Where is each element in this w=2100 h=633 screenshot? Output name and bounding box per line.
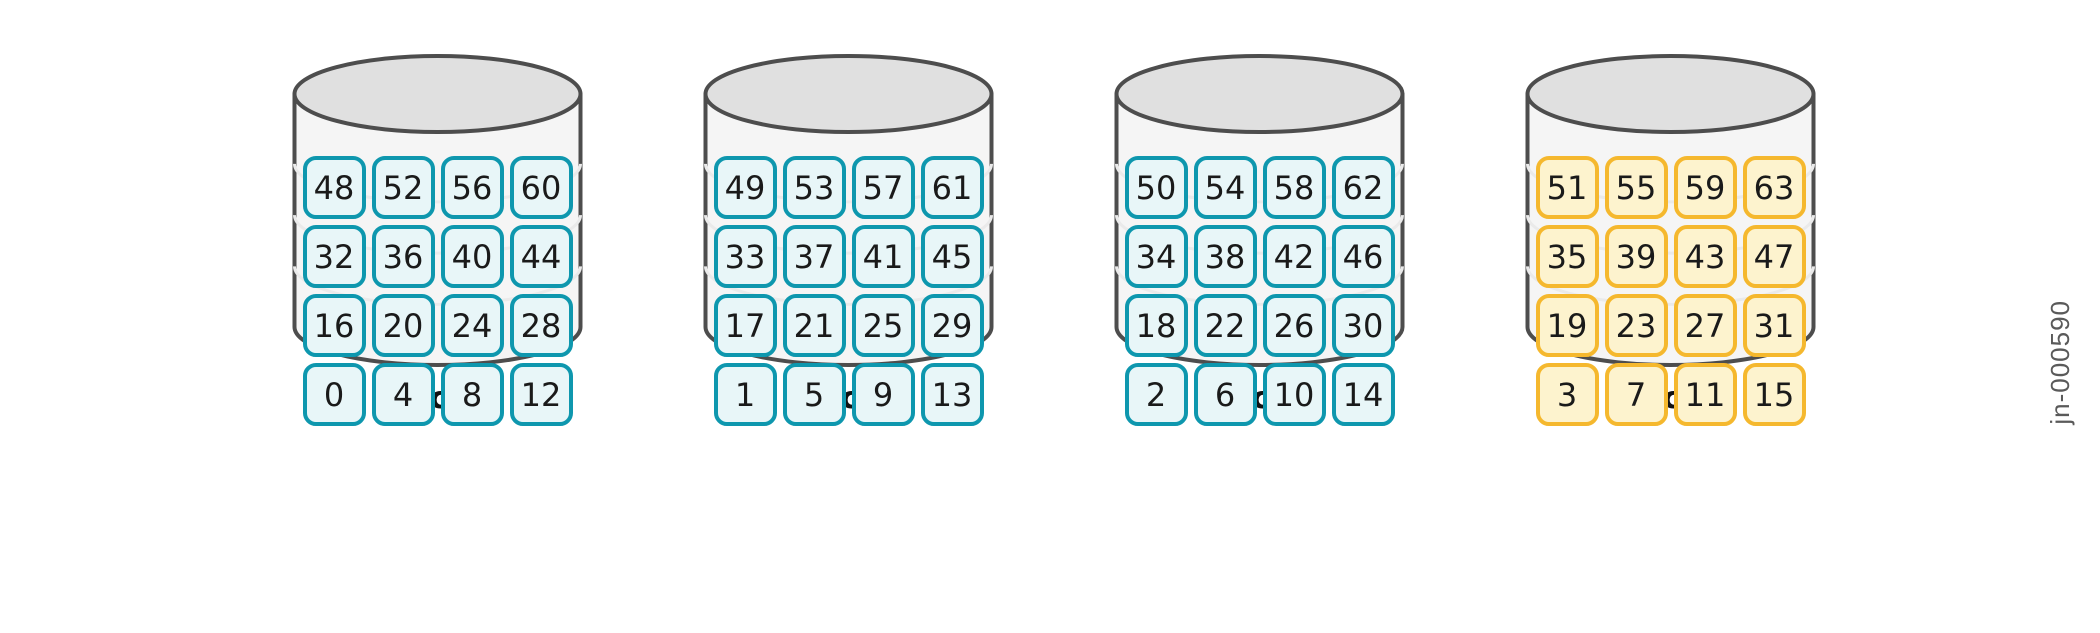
cell[interactable]: 9 bbox=[851, 363, 915, 426]
cell[interactable]: 39 bbox=[1604, 225, 1668, 288]
cell[interactable]: 43 bbox=[1673, 225, 1737, 288]
cylinder-top-ellipse bbox=[703, 54, 994, 134]
cell[interactable]: 41 bbox=[851, 225, 915, 288]
cell[interactable]: 19 bbox=[1535, 294, 1599, 357]
cell[interactable]: 49 bbox=[713, 156, 777, 219]
cell[interactable]: 57 bbox=[851, 156, 915, 219]
cell[interactable]: 4 bbox=[371, 363, 435, 426]
cell[interactable]: 38 bbox=[1193, 225, 1257, 288]
cell[interactable]: 40 bbox=[440, 225, 504, 288]
cell[interactable]: 27 bbox=[1673, 294, 1737, 357]
cell[interactable]: 21 bbox=[782, 294, 846, 357]
cell[interactable]: 13 bbox=[920, 363, 984, 426]
cell[interactable]: 46 bbox=[1331, 225, 1395, 288]
cell[interactable]: 31 bbox=[1742, 294, 1806, 357]
cell[interactable]: 36 bbox=[371, 225, 435, 288]
cell[interactable]: 62 bbox=[1331, 156, 1395, 219]
cylinder-top-ellipse bbox=[1114, 54, 1405, 134]
cell[interactable]: 10 bbox=[1262, 363, 1326, 426]
cell[interactable]: 8 bbox=[440, 363, 504, 426]
cell[interactable]: 26 bbox=[1262, 294, 1326, 357]
cell[interactable]: 63 bbox=[1742, 156, 1806, 219]
cell[interactable]: 16 bbox=[302, 294, 366, 357]
cell[interactable]: 1 bbox=[713, 363, 777, 426]
cell[interactable]: 18 bbox=[1124, 294, 1188, 357]
cell[interactable]: 35 bbox=[1535, 225, 1599, 288]
cell[interactable]: 42 bbox=[1262, 225, 1326, 288]
watermark-label: jn-000590 bbox=[2045, 300, 2075, 425]
cell[interactable]: 2 bbox=[1124, 363, 1188, 426]
cell[interactable]: 52 bbox=[371, 156, 435, 219]
cell[interactable]: 44 bbox=[509, 225, 573, 288]
cell[interactable]: 30 bbox=[1331, 294, 1395, 357]
cell[interactable]: 6 bbox=[1193, 363, 1257, 426]
cell[interactable]: 24 bbox=[440, 294, 504, 357]
cell[interactable]: 58 bbox=[1262, 156, 1326, 219]
cell[interactable]: 0 bbox=[302, 363, 366, 426]
cell[interactable]: 20 bbox=[371, 294, 435, 357]
cell[interactable]: 7 bbox=[1604, 363, 1668, 426]
cell[interactable]: 29 bbox=[920, 294, 984, 357]
cell[interactable]: 3 bbox=[1535, 363, 1599, 426]
cell[interactable]: 15 bbox=[1742, 363, 1806, 426]
cell[interactable]: 37 bbox=[782, 225, 846, 288]
cell[interactable]: 17 bbox=[713, 294, 777, 357]
cell[interactable]: 47 bbox=[1742, 225, 1806, 288]
cell[interactable]: 55 bbox=[1604, 156, 1668, 219]
cylinder-shape-0 bbox=[292, 54, 583, 367]
cell[interactable]: 23 bbox=[1604, 294, 1668, 357]
cylinder-top-ellipse bbox=[292, 54, 583, 134]
cell[interactable]: 12 bbox=[509, 363, 573, 426]
cell[interactable]: 22 bbox=[1193, 294, 1257, 357]
cell[interactable]: 53 bbox=[782, 156, 846, 219]
cell[interactable]: 34 bbox=[1124, 225, 1188, 288]
cell[interactable]: 50 bbox=[1124, 156, 1188, 219]
cell[interactable]: 60 bbox=[509, 156, 573, 219]
cell[interactable]: 5 bbox=[782, 363, 846, 426]
cell[interactable]: 11 bbox=[1673, 363, 1737, 426]
cell[interactable]: 45 bbox=[920, 225, 984, 288]
cell[interactable]: 54 bbox=[1193, 156, 1257, 219]
cell[interactable]: 56 bbox=[440, 156, 504, 219]
cell[interactable]: 51 bbox=[1535, 156, 1599, 219]
cell[interactable]: 25 bbox=[851, 294, 915, 357]
cell[interactable]: 32 bbox=[302, 225, 366, 288]
cell[interactable]: 33 bbox=[713, 225, 777, 288]
cell[interactable]: 28 bbox=[509, 294, 573, 357]
cell[interactable]: 59 bbox=[1673, 156, 1737, 219]
cell[interactable]: 61 bbox=[920, 156, 984, 219]
cylinder-top-ellipse bbox=[1525, 54, 1816, 134]
cell[interactable]: 48 bbox=[302, 156, 366, 219]
cell[interactable]: 14 bbox=[1331, 363, 1395, 426]
